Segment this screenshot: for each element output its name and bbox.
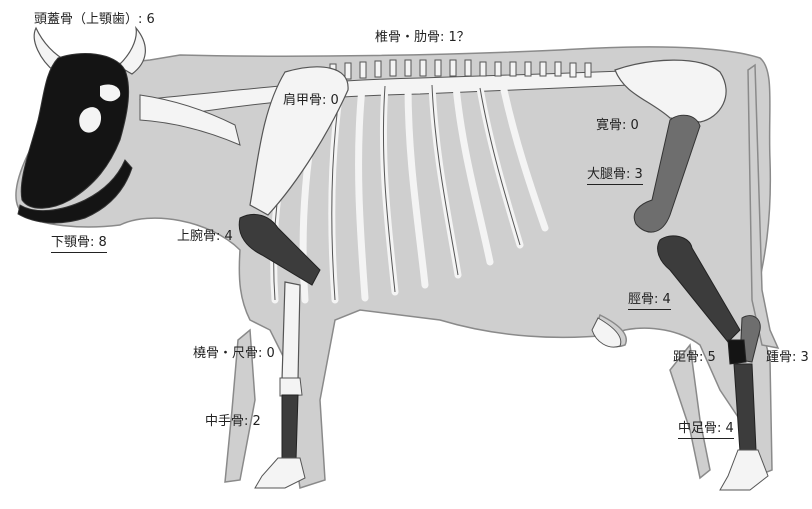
label-metacarpal: 中手骨: 2 [205,414,261,430]
label-femur: 大腿骨: 3 [587,167,643,185]
front-hoof [255,458,305,488]
metatarsal [734,364,756,452]
talus [728,340,746,364]
label-talus: 距骨: 5 [673,350,716,366]
label-tibia: 脛骨: 4 [628,292,671,310]
label-metatarsal: 中足骨: 4 [678,421,734,439]
radius-ulna [282,282,300,380]
label-calcaneus: 踵骨: 3 [766,350,809,366]
label-humerus: 上腕骨: 4 [177,229,233,245]
hind-hoof [720,450,768,490]
label-vertebrae-ribs: 椎骨・肋骨: 1？ [375,30,470,46]
label-mandible: 下顎骨: 8 [51,235,107,253]
metacarpal [282,395,298,460]
label-radius-ulna: 橈骨・尺骨: 0 [193,346,275,362]
label-skull: 頭蓋骨（上顎歯）: 6 [34,12,155,28]
label-pelvis: 寛骨: 0 [596,118,639,134]
label-scapula: 肩甲骨: 0 [283,93,339,109]
carpals [280,378,302,396]
